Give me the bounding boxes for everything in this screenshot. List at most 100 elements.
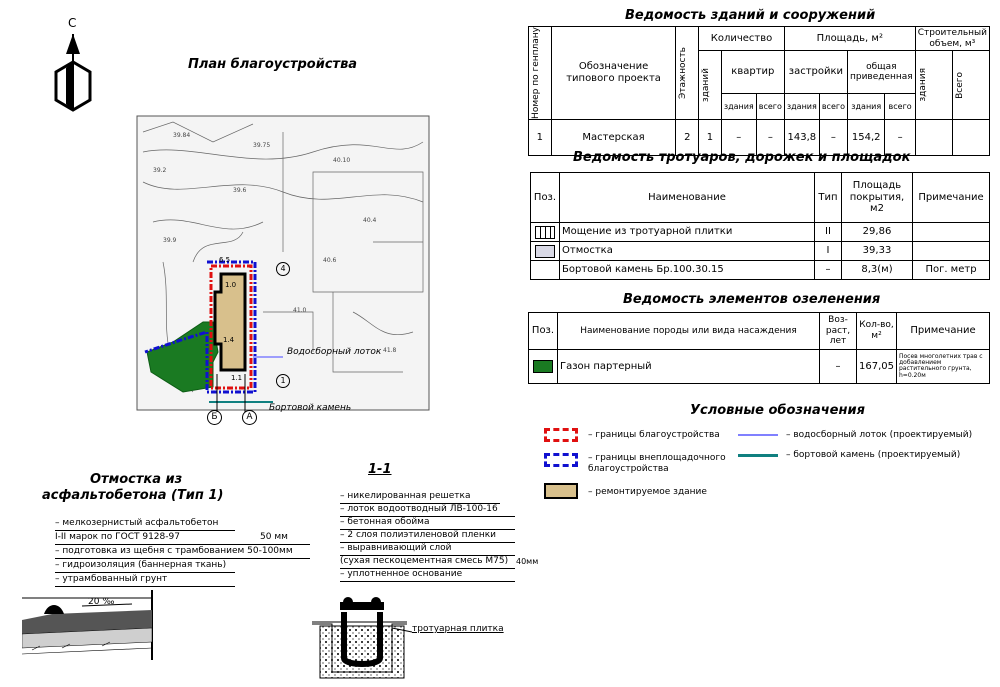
cell-name: Мастерская xyxy=(550,118,677,156)
cell-name: Мощение из тротуарной плитки xyxy=(559,222,815,242)
cell-built-t: – xyxy=(818,118,848,156)
legend-swatch-icon xyxy=(738,454,778,457)
buildings-table: Номер по генплану Обозначение типового п… xyxy=(528,26,991,156)
axis-b-marker: Б xyxy=(207,410,222,425)
th-name: Наименование породы или вида насаждения xyxy=(557,312,820,350)
layer-label: – лоток водоотводный ЛВ-100-16 xyxy=(340,504,515,517)
otmostka-slope: 20 ‰ xyxy=(88,597,115,607)
th-name: Наименование xyxy=(559,172,815,223)
svg-text:1.4: 1.4 xyxy=(223,336,235,344)
svg-text:40.4: 40.4 xyxy=(363,217,377,224)
otmostka-section: 20 ‰ xyxy=(21,590,162,660)
layer-label: – уплотненное основание xyxy=(340,569,515,582)
north-arrow: С xyxy=(48,14,98,114)
section-tile-label: тротуарная плитка xyxy=(412,624,504,634)
table-row: Бортовой камень Бр.100.30.15 – 8,3(м) По… xyxy=(530,260,990,280)
cell-vol-t xyxy=(951,118,991,156)
svg-text:39.9: 39.9 xyxy=(163,237,177,244)
layer-label: – бетонная обойма xyxy=(340,517,515,530)
cell-note: Пог. метр xyxy=(912,260,990,280)
tile-swatch-icon xyxy=(535,225,555,239)
th-num: Номер по генплану xyxy=(531,27,541,119)
th-built-total: всего xyxy=(818,92,848,120)
cell-name: Газон партерный xyxy=(557,348,820,384)
legend: – границы благоустройства – границы внеп… xyxy=(540,425,990,505)
th-note: Примечание xyxy=(896,312,990,350)
buildings-table-title: Ведомость зданий и сооружений xyxy=(625,8,876,23)
section-drawing: тротуарная плитка xyxy=(312,592,512,682)
svg-text:6.5: 6.5 xyxy=(219,256,230,264)
cell-type: – xyxy=(814,260,842,280)
layer-label: – подготовка из щебня с трамбованием 50-… xyxy=(55,546,310,559)
th-pos: Поз. xyxy=(528,312,558,350)
cell-note xyxy=(912,241,990,261)
th-area: Площадь покрытия, м2 xyxy=(841,172,913,223)
cell-vol-b xyxy=(914,118,953,156)
th-vol-building: здания xyxy=(917,68,928,102)
paths-table: Поз. Наименование Тип Площадь покрытия, … xyxy=(530,172,990,280)
legend-item-4: – бортовой камень (проектируемый) xyxy=(786,450,961,460)
svg-text:41.0: 41.0 xyxy=(293,307,307,314)
cell-num: 1 xyxy=(528,118,552,156)
layer-label: (сухая пескоцементная смесь М75) xyxy=(340,556,515,569)
legend-item-0: – границы благоустройства xyxy=(588,430,720,440)
layer-label: – выравнивающий слой xyxy=(340,543,515,556)
cell-name: Отмостка xyxy=(559,241,815,261)
cell-tr-t: – xyxy=(884,118,916,156)
section-layers: – никелированная решетка – лоток водоотв… xyxy=(340,491,540,587)
th-qty: Количество xyxy=(698,26,785,51)
cell-qty: 167,05 xyxy=(856,348,897,384)
svg-text:1.1: 1.1 xyxy=(231,374,242,382)
legend-title: Условные обозначения xyxy=(690,403,865,418)
th-type: Обозначение типового проекта xyxy=(550,26,677,120)
legend-swatch-icon xyxy=(544,428,578,442)
th-area: Площадь, м² xyxy=(783,26,916,51)
table-row: 1 Мастерская 2 1 – – 143,8 – 154,2 – xyxy=(528,118,991,156)
otmostka-title-2: асфальтобетона (Тип 1) xyxy=(42,488,224,503)
svg-text:39.6: 39.6 xyxy=(233,187,247,194)
curb-label: Бортовой камень xyxy=(269,403,352,413)
paths-table-title: Ведомость тротуаров, дорожек и площадок xyxy=(573,150,911,165)
cell-tr-b: 154,2 xyxy=(846,118,886,156)
table-row: Газон партерный – 167,05 Посев многолетн… xyxy=(528,348,990,384)
cell-area: 39,33 xyxy=(841,241,913,261)
th-qty-buildings: зданий xyxy=(701,67,712,103)
cell-age: – xyxy=(819,348,857,384)
th-vol-total: Всего xyxy=(954,71,965,99)
cell-area: 29,86 xyxy=(841,222,913,242)
th-apt-building: здания xyxy=(720,92,757,120)
svg-text:40.10: 40.10 xyxy=(333,157,350,164)
cell-apt-b: – xyxy=(720,118,757,156)
layer-label: – 2 слоя полиэтиленовой пленки xyxy=(340,530,515,543)
axis-4-marker: 4 xyxy=(276,262,290,276)
section-tray-drawing xyxy=(312,597,413,679)
cell-type: I xyxy=(814,241,842,261)
axis-a-marker: А xyxy=(242,410,257,425)
section-thickness: 40мм xyxy=(516,557,539,566)
th-built-building: здания xyxy=(783,92,820,120)
north-arrow-icon xyxy=(54,34,92,112)
otmostka-title-1: Отмостка из xyxy=(90,472,183,487)
th-apartments: квартир xyxy=(720,50,785,94)
water-tray-label: Водосборный лоток xyxy=(287,347,382,357)
layer-label: I-II марок по ГОСТ 9128-97 xyxy=(55,532,310,545)
legend-item-1: – границы внеплощадочного благоустройств… xyxy=(588,453,726,474)
th-note: Примечание xyxy=(912,172,990,223)
th-pos: Поз. xyxy=(530,172,560,223)
cell-note: Посев многолетних трав с добавлением рас… xyxy=(896,348,990,384)
cell-area: 8,3(м) xyxy=(841,260,913,280)
cell-apt-t: – xyxy=(755,118,785,156)
green-table-title: Ведомость элементов озеленения xyxy=(623,292,881,307)
layer-label: – гидроизоляция (баннерная ткань) xyxy=(55,560,235,573)
cell-type: II xyxy=(814,222,842,242)
th-floors: Этажность xyxy=(678,46,689,99)
legend-swatch-icon xyxy=(738,434,778,436)
th-tr-building: здания xyxy=(846,92,886,120)
layer-label: – утрамбованный грунт xyxy=(55,574,235,587)
green-table: Поз. Наименование породы или вида насажд… xyxy=(528,312,990,384)
svg-text:41.8: 41.8 xyxy=(383,347,397,354)
th-apt-total: всего xyxy=(755,92,785,120)
th-qty: Кол-во, м² xyxy=(856,312,897,350)
table-row: Отмостка I 39,33 xyxy=(530,241,990,261)
plan-title: План благоустройства xyxy=(188,57,358,72)
